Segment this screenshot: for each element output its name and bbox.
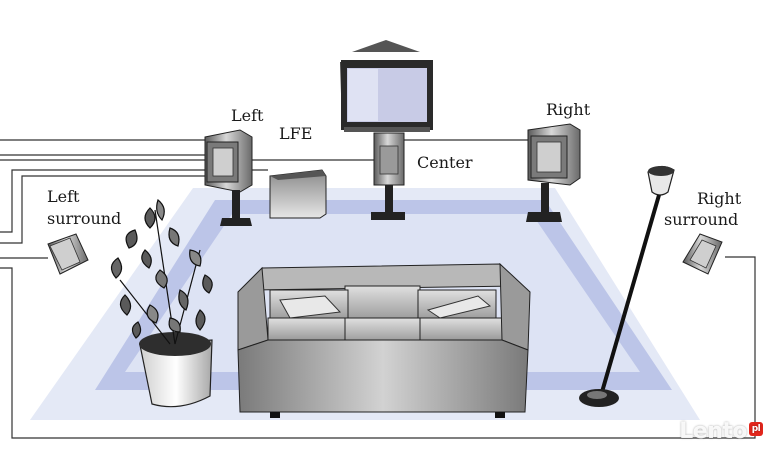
watermark-text: Lento — [679, 419, 747, 444]
television — [340, 40, 433, 132]
label-right-surround-line2: surround — [664, 210, 739, 229]
left-surround-speaker — [47, 233, 89, 275]
label-left-surround-line1: Left — [47, 187, 80, 206]
label-center: Center — [417, 153, 473, 172]
label-lfe: LFE — [279, 124, 313, 143]
right-front-speaker — [526, 123, 581, 222]
floor-lamp — [579, 165, 675, 407]
sofa — [237, 262, 531, 418]
speaker-wires — [0, 139, 756, 439]
left-front-speaker — [204, 129, 253, 226]
label-right: Right — [546, 100, 591, 119]
right-surround-speaker — [682, 233, 723, 275]
subwoofer — [269, 169, 327, 219]
label-left: Left — [231, 106, 264, 125]
watermark-badge: pl — [749, 422, 763, 436]
label-right-surround-line1: Right — [697, 189, 742, 208]
potted-plant — [110, 198, 213, 408]
label-left-surround-line2: surround — [47, 209, 122, 228]
center-speaker — [371, 132, 405, 220]
